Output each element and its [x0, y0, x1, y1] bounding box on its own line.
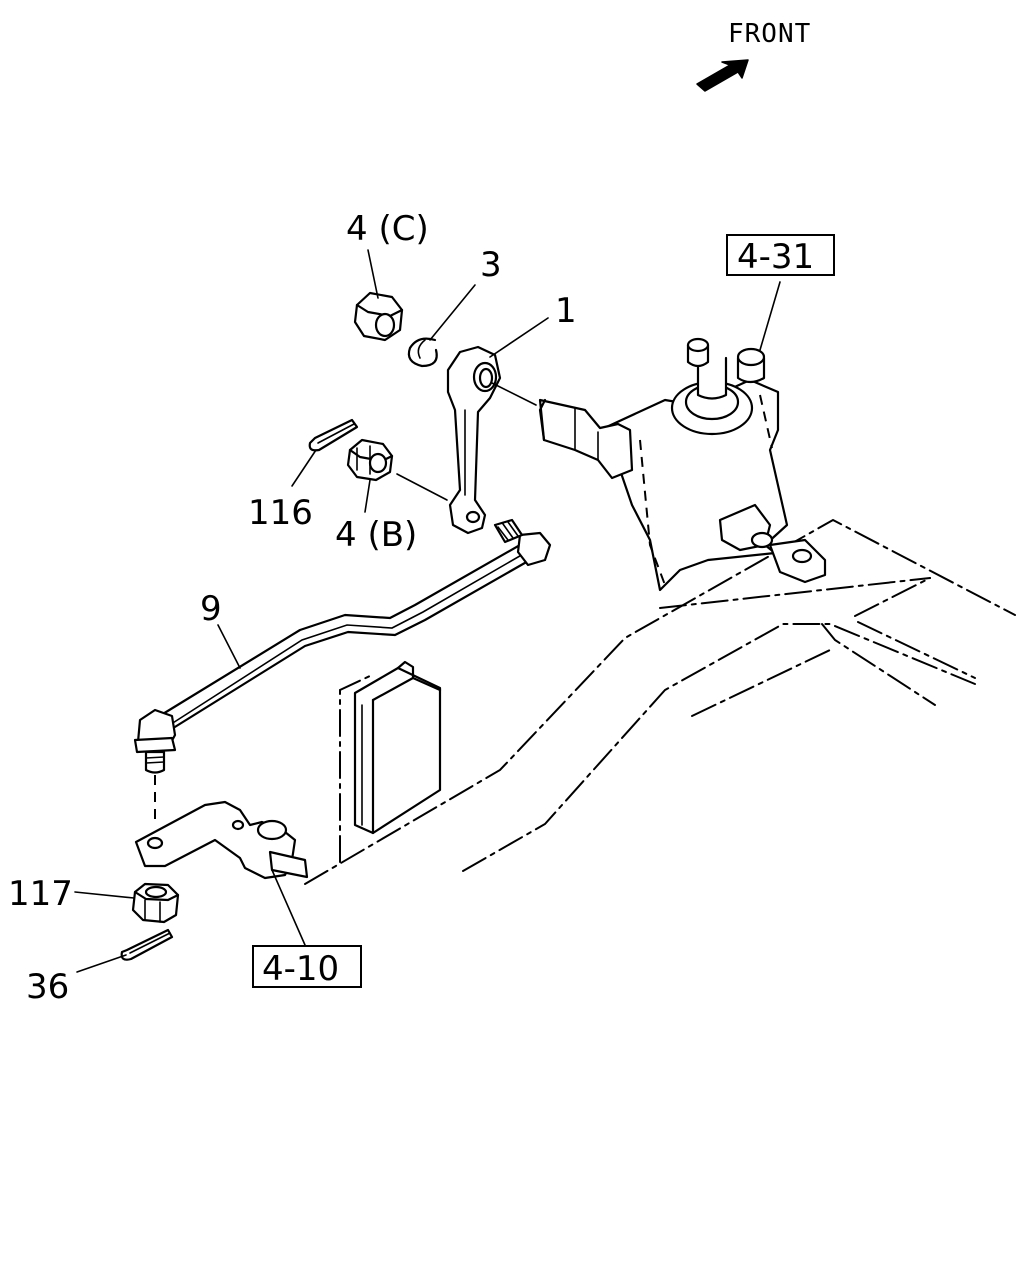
steering-gearbox [538, 337, 827, 592]
callout-4b: 4 (B) [335, 515, 417, 555]
nut-4b [346, 438, 394, 482]
callout-9: 9 [200, 589, 222, 629]
callout-4c: 4 (C) [346, 209, 429, 249]
snap-ring-3 [407, 337, 438, 368]
leader-lines [74, 249, 781, 973]
frame-bracket [353, 660, 442, 835]
reference-4-10-label: 4-10 [262, 949, 339, 989]
nut-4c [353, 291, 404, 342]
arrow-icon [696, 59, 749, 92]
front-indicator: FRONT [696, 19, 811, 92]
reference-box-4-10[interactable]: 4-10 [252, 945, 362, 989]
pitman-arm-1 [446, 345, 502, 535]
cotter-pin-116 [308, 418, 359, 452]
nut-117 [131, 882, 180, 924]
callout-116: 116 [248, 493, 313, 533]
knuckle-arm [134, 800, 309, 880]
reference-4-31-label: 4-31 [737, 237, 814, 277]
callout-36: 36 [26, 967, 69, 1007]
reference-box-4-31[interactable]: 4-31 [726, 234, 835, 277]
callout-labels: 4 (C) 3 1 116 4 (B) 9 117 36 [8, 209, 577, 1007]
callout-1: 1 [555, 291, 577, 331]
callout-3: 3 [480, 245, 502, 285]
drag-link-9 [133, 518, 552, 822]
front-label: FRONT [728, 19, 811, 49]
callout-117: 117 [8, 874, 73, 914]
chassis-frame [304, 518, 1016, 885]
cotter-pin-36 [120, 928, 174, 961]
